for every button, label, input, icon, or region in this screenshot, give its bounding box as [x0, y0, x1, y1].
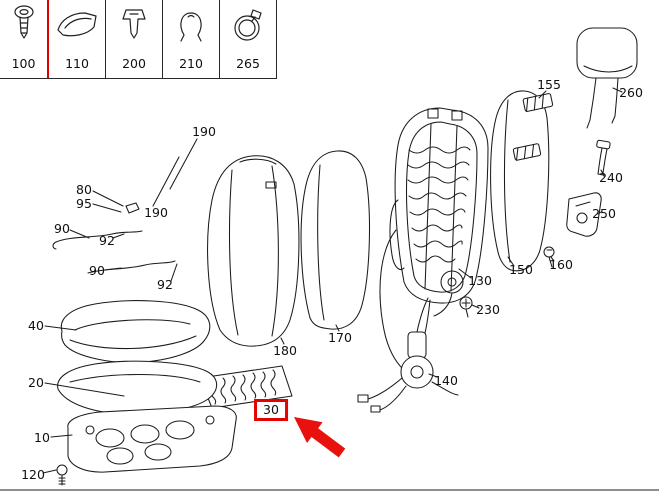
leader-lines [42, 87, 623, 474]
highlight-arrow [294, 417, 346, 458]
bracket-250-drawing [566, 192, 602, 237]
screw-160-drawing [543, 246, 555, 268]
part-label-260[interactable]: 260 [619, 85, 643, 100]
part-label-170[interactable]: 170 [328, 330, 352, 345]
wire-clip-icon [176, 3, 206, 47]
part-label-90[interactable]: 90 [89, 263, 105, 278]
legend-part-number: 110 [65, 56, 89, 71]
legend-cell-100[interactable]: 100 [0, 0, 49, 78]
part-label-30[interactable]: 30 [254, 399, 288, 421]
legend-part-number: 210 [179, 56, 203, 71]
backrest-cover-drawing [490, 90, 550, 272]
legend-cell-200[interactable]: 200 [106, 0, 163, 78]
part-label-92[interactable]: 92 [157, 277, 173, 292]
part-label-95[interactable]: 95 [76, 196, 92, 211]
legend-part-number: 265 [236, 56, 260, 71]
part-label-90[interactable]: 90 [54, 221, 70, 236]
backrest-cushions-drawing [207, 150, 371, 347]
bolt-230-drawing [459, 296, 473, 318]
screw-icon [9, 3, 39, 47]
seat-bottom-stack-drawing [56, 300, 237, 486]
backrest-frame-drawing [379, 107, 489, 369]
fastener-legend: 100 110 200 [0, 0, 277, 79]
part-label-180[interactable]: 180 [273, 343, 297, 358]
part-label-130[interactable]: 130 [468, 273, 492, 288]
part-label-140[interactable]: 140 [434, 373, 458, 388]
part-label-155[interactable]: 155 [537, 77, 561, 92]
pads-155-drawing [512, 93, 554, 161]
part-label-190[interactable]: 190 [192, 124, 216, 139]
legend-part-number: 200 [122, 56, 146, 71]
part-label-150[interactable]: 150 [509, 262, 533, 277]
legend-cell-210[interactable]: 210 [163, 0, 220, 78]
part-label-92[interactable]: 92 [99, 233, 115, 248]
part-label-190[interactable]: 190 [144, 205, 168, 220]
legend-cell-110[interactable]: 110 [49, 0, 106, 78]
hose-clamp-icon [229, 3, 267, 47]
headrest-drawing [576, 27, 638, 129]
part-label-160[interactable]: 160 [549, 257, 573, 272]
part-label-250[interactable]: 250 [592, 206, 616, 221]
legend-cell-265[interactable]: 265 [220, 0, 277, 78]
torsion-rods-drawing [52, 190, 178, 282]
push-clip-icon [117, 3, 151, 47]
part-label-240[interactable]: 240 [599, 170, 623, 185]
headrest-sleeve-drawing [596, 139, 611, 176]
seat-motor-drawing [357, 297, 459, 413]
part-label-40[interactable]: 40 [28, 318, 44, 333]
part-label-230[interactable]: 230 [476, 302, 500, 317]
part-label-20[interactable]: 20 [28, 375, 44, 390]
legend-part-number: 100 [11, 56, 36, 71]
rods-190-drawing [152, 138, 198, 207]
part-label-120[interactable]: 120 [21, 467, 45, 482]
part-label-10[interactable]: 10 [34, 430, 50, 445]
part-label-80[interactable]: 80 [76, 182, 92, 197]
cover-bracket-icon [53, 3, 101, 47]
